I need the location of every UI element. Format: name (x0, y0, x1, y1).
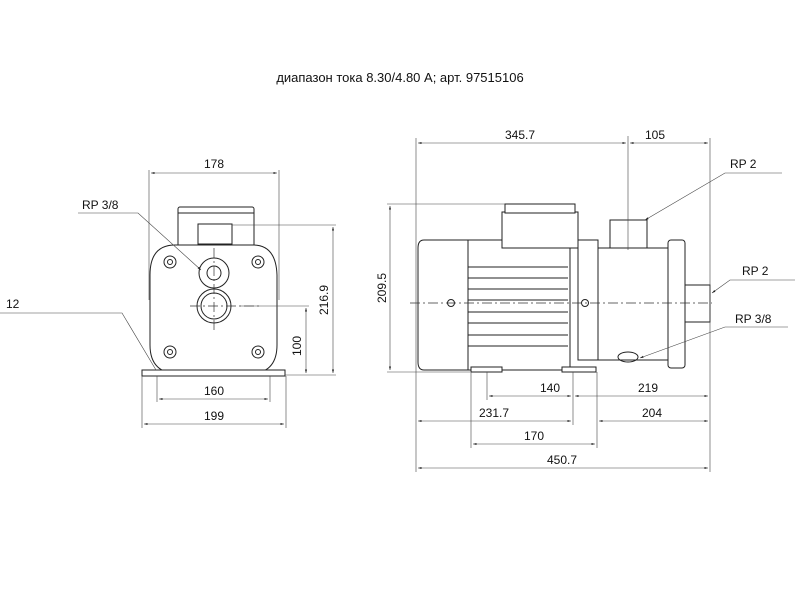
dim-160: 160 (204, 384, 224, 398)
dim-170: 170 (524, 429, 544, 443)
dim-178: 178 (204, 157, 224, 171)
dim-199: 199 (204, 409, 224, 423)
dim-12: 12 (6, 297, 20, 311)
dim-204: 204 (642, 406, 662, 420)
dim-219: 219 (638, 381, 658, 395)
dim-345-7: 345.7 (505, 128, 535, 142)
dim-231-7: 231.7 (479, 406, 509, 420)
label-rp-3-8-side: RP 3/8 (735, 312, 772, 326)
mounting-holes (163, 255, 265, 359)
dim-216-9: 216.9 (317, 285, 331, 315)
dim-209-5: 209.5 (375, 273, 389, 303)
front-view: 178 216.9 100 160 199 12 RP 3/8 (0, 157, 336, 428)
dim-140: 140 (540, 381, 560, 395)
label-rp-3-8-front: RP 3/8 (82, 198, 119, 212)
drawing-title: диапазон тока 8.30/4.80 A; арт. 97515106 (276, 70, 523, 85)
dim-100: 100 (290, 336, 304, 356)
dim-105: 105 (645, 128, 665, 142)
label-rp-2-inlet: RP 2 (742, 264, 769, 278)
dim-450-7: 450.7 (547, 453, 577, 467)
label-rp-2-outlet: RP 2 (730, 157, 757, 171)
side-view: 345.7 105 209.5 140 219 231.7 204 170 45… (375, 128, 795, 472)
